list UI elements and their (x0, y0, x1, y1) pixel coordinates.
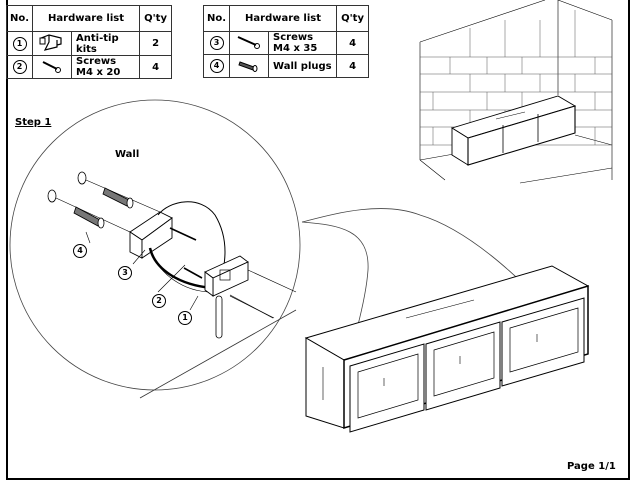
callout-3: 3 (118, 266, 132, 280)
item-name: Screws M4 x 20 (71, 55, 141, 79)
callout-4: 4 (73, 244, 87, 258)
item-qty: 4 (139, 55, 173, 79)
table-row: 1 Anti-tip kits 2 (5, 31, 173, 56)
item-qty: 4 (336, 54, 370, 78)
step-title: Step 1 (15, 117, 52, 128)
item-number: 2 (12, 60, 27, 74)
callout-1: 1 (178, 311, 192, 325)
item-qty: 2 (139, 31, 173, 56)
room-scene (419, 0, 613, 184)
detail-magnifier-circle (9, 99, 301, 391)
table-row: 3 Screws M4 x 35 4 (202, 31, 370, 55)
furniture-bracket (183, 255, 297, 339)
item-number: 1 (12, 36, 27, 51)
wall-plug-icon (229, 54, 270, 78)
callout-2: 2 (152, 294, 166, 308)
wall-plugs-exploded (47, 171, 161, 233)
item-name: Wall plugs (268, 54, 338, 78)
page-frame (6, 0, 630, 480)
item-number: 4 (209, 59, 224, 73)
item-qty: 4 (336, 31, 370, 55)
header-qty: Q'ty (336, 5, 370, 32)
page-number: Page 1/1 (567, 461, 616, 472)
header-no: No. (202, 5, 231, 32)
long-screw-icon (229, 31, 270, 55)
table-header: No. Hardware list Q'ty (202, 5, 370, 32)
item-number: 3 (209, 36, 224, 50)
wall-label: Wall (115, 149, 140, 160)
tv-cabinet (304, 265, 590, 433)
callout-leader (301, 208, 541, 301)
header-no: No. (5, 5, 34, 32)
table-row: 2 Screws M4 x 20 4 (5, 55, 173, 79)
hardware-table-1: No. Hardware list Q'ty 1 Anti-tip kits 2… (5, 5, 173, 79)
hardware-table-2: No. Hardware list Q'ty 3 Screws M4 x 35 … (202, 5, 370, 78)
wall-bracket (129, 211, 197, 259)
table-row: 4 Wall plugs 4 (202, 54, 370, 78)
